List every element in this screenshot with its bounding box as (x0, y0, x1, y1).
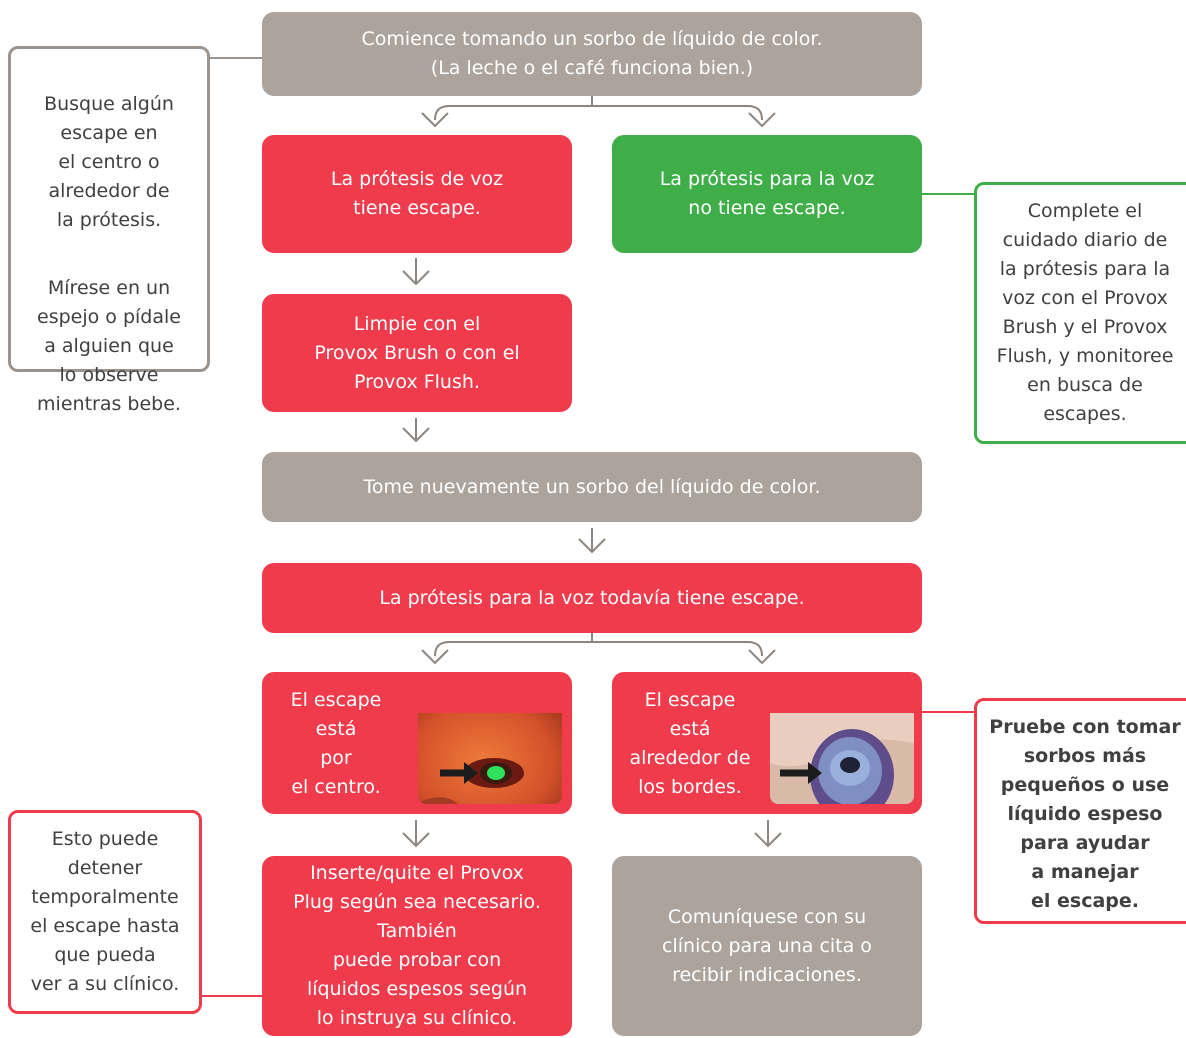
edges-leak-text: El escape está alrededor de los bordes. (629, 689, 751, 798)
contact-box: Comuníquese con su clínico para una cita… (612, 856, 922, 1036)
center-leak-box: El escape está por el centro. (262, 672, 572, 814)
look-note: Busque algún escape en el centro o alred… (8, 46, 210, 415)
center-leak-illustration (418, 713, 562, 804)
split-arrows-bottom (421, 632, 776, 665)
plug-box: Inserte/quite el Provox Plug según sea n… (262, 856, 572, 1036)
leak-box: La prótesis de voz tiene escape. (262, 135, 572, 253)
down-arrow (402, 820, 430, 848)
still-leak-box: La prótesis para la voz todavía tiene es… (262, 563, 922, 633)
down-arrow (754, 820, 782, 848)
center-leak-text: El escape está por el centro. (290, 689, 382, 798)
look-note-part-1: Busque algún escape en el centro o alred… (44, 93, 174, 231)
down-arrow (578, 528, 606, 554)
edges-leak-photo (770, 684, 914, 804)
look-note-part-2: Mírese en un espejo o pídale a alguien q… (37, 277, 181, 415)
daily-care-note: Complete el cuidado diario de la prótesi… (974, 182, 1186, 444)
no-leak-box: La prótesis para la voz no tiene escape. (612, 135, 922, 253)
edges-leak-box: El escape está alrededor de los bordes. (612, 672, 922, 814)
down-arrow (402, 258, 430, 286)
down-arrow (402, 418, 430, 443)
start-box: Comience tomando un sorbo de líquido de … (262, 12, 922, 96)
split-arrows-top (421, 96, 776, 128)
smaller-sips-note: Pruebe con tomar sorbos más pequeños o u… (974, 698, 1186, 924)
temporary-note: Esto puede detener temporalmente el esca… (8, 810, 202, 1014)
edges-leak-illustration (770, 713, 914, 804)
retest-box: Tome nuevamente un sorbo del líquido de … (262, 452, 922, 522)
clean-box: Limpie con el Provox Brush o con el Prov… (262, 294, 572, 412)
center-leak-photo (418, 684, 562, 804)
